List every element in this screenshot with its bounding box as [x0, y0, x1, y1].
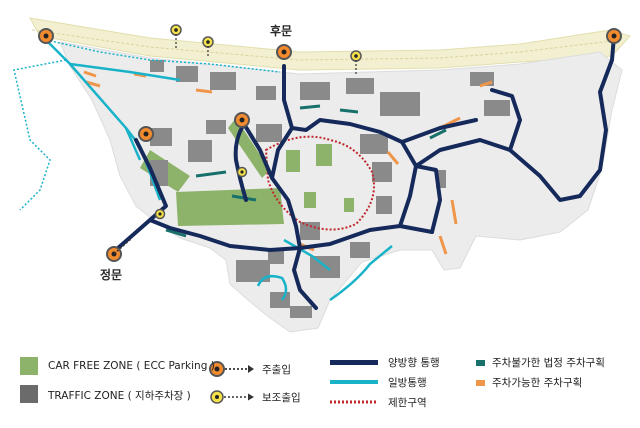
- building: [300, 222, 320, 240]
- car-free-block-b: [316, 144, 332, 166]
- building: [484, 100, 510, 116]
- gate-connector: [113, 237, 133, 255]
- building: [376, 196, 392, 214]
- main-entrance-icon: [606, 28, 622, 44]
- top-access-path: [45, 39, 281, 73]
- building: [360, 134, 388, 154]
- main-entrance-icon: [138, 126, 154, 142]
- legend-no-parking-label: 주차불가한 법정 주차구획: [492, 357, 605, 369]
- rail-band: [29, 17, 631, 71]
- building: [290, 306, 312, 318]
- legend-two-way-label: 양방향 통행: [388, 357, 440, 369]
- car-free-main-field: [176, 188, 284, 226]
- sub-entrance-icon: [154, 208, 166, 220]
- building: [206, 120, 226, 134]
- legend-no-parking-swatch: [476, 360, 485, 366]
- rail-line: [31, 29, 621, 61]
- building: [176, 66, 198, 82]
- buildings: [150, 60, 510, 318]
- legend-restricted-label: 제한구역: [388, 397, 427, 409]
- main-entrance-icon: [234, 112, 250, 128]
- legend-parking-ok-swatch: [476, 380, 485, 386]
- campus-ground: [59, 41, 623, 333]
- building: [372, 162, 392, 182]
- building: [210, 72, 236, 90]
- building: [350, 242, 370, 258]
- legend-one-way-swatch: [330, 380, 378, 384]
- building: [436, 170, 446, 188]
- sub-entrance-icon: [210, 390, 254, 404]
- sub-entrance-icon: [236, 166, 248, 178]
- main-entrance-icon: [38, 28, 54, 44]
- rear-gate-label: 후문: [270, 24, 293, 38]
- legend-sub-entrance-label: 보조출입: [262, 392, 301, 404]
- building: [346, 78, 374, 94]
- legend-car-free-label: CAR FREE ZONE ( ECC Parking ): [48, 360, 215, 372]
- building: [236, 260, 270, 282]
- legend-two-way-swatch: [330, 360, 378, 365]
- legend-traffic-swatch: [20, 385, 38, 403]
- car-free-block-c: [344, 198, 354, 212]
- legend-main-entrance-label: 주출입: [262, 364, 291, 376]
- building: [188, 140, 212, 162]
- building: [270, 292, 290, 308]
- building: [268, 248, 284, 264]
- building: [380, 92, 420, 116]
- legend-car-free-swatch: [20, 357, 38, 375]
- main-gate-label: 정문: [100, 268, 123, 282]
- main-entrance-icon: [276, 44, 292, 60]
- building: [256, 124, 282, 142]
- car-free-block-a: [286, 150, 300, 172]
- building: [150, 60, 164, 72]
- legend-one-way-label: 일방통행: [388, 377, 427, 389]
- building: [150, 128, 172, 146]
- legend-traffic-label: TRAFFIC ZONE ( 지하주차장 ): [48, 390, 191, 402]
- one-way-roads: [45, 39, 393, 302]
- two-way-roads: [116, 34, 616, 310]
- west-access-path: [13, 59, 67, 211]
- car-free-block-d: [304, 192, 316, 208]
- main-entrance-icon: [209, 361, 254, 377]
- legend-parking-ok-label: 주차가능한 주차구획: [492, 377, 583, 389]
- building: [256, 86, 276, 100]
- building: [300, 82, 330, 100]
